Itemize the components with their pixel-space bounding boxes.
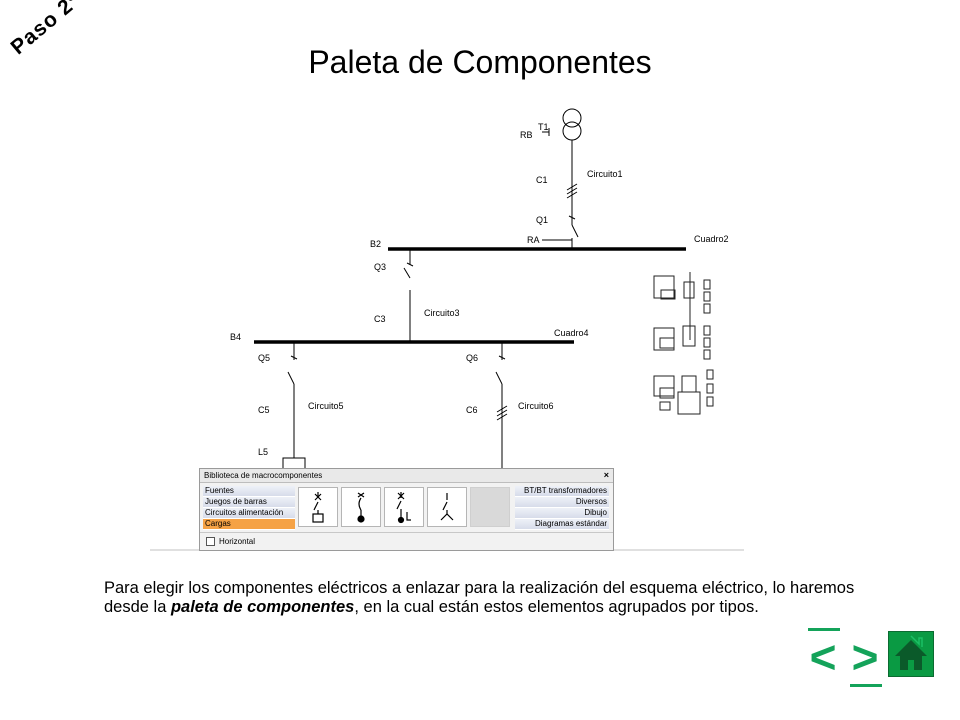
label-l5: L5 — [258, 447, 268, 457]
switch-load-icon — [357, 492, 365, 523]
component-tile-fuse-load[interactable] — [427, 487, 467, 527]
label-b4: B4 — [230, 332, 241, 342]
home-icon — [895, 635, 927, 670]
description-emphasis: paleta de componentes — [170, 598, 355, 616]
description-part-1: Para elegir los componentes eléctricos a… — [104, 579, 855, 616]
breaker-load-icon — [312, 492, 324, 523]
description-part-2: , en la cual están estos elementos agrup… — [354, 598, 759, 616]
component-tile-empty — [470, 487, 510, 527]
group-dibujo[interactable]: Dibujo — [515, 508, 609, 519]
horizontal-option[interactable]: Horizontal — [206, 537, 255, 546]
component-tile-breaker-socket[interactable] — [384, 487, 424, 527]
q1-breaker — [568, 215, 579, 238]
slide-title: Paleta de Componentes — [308, 44, 652, 80]
breaker-socket-icon — [396, 492, 411, 524]
c1-cable-marks — [566, 183, 578, 199]
electrical-diagram: T1 RB C1 Circuito1 Q1 RA B2 Cuadro2 Q3 C… — [150, 108, 744, 551]
label-q1: Q1 — [536, 215, 548, 225]
transformer-primary-winding — [562, 108, 582, 128]
label-c1: C1 — [536, 175, 548, 185]
category-juegos-de-barras[interactable]: Juegos de barras — [203, 497, 295, 508]
next-arrow-icon: > — [851, 631, 879, 683]
label-q3: Q3 — [374, 262, 386, 272]
palette-divider — [200, 532, 613, 533]
next-button[interactable]: > — [848, 634, 882, 687]
symbol-cluster — [653, 272, 714, 415]
label-c6: C6 — [466, 405, 478, 415]
category-circuitos-alimentacion[interactable]: Circuitos alimentación — [203, 508, 295, 519]
rb-earth-symbol — [542, 128, 550, 136]
label-b2: B2 — [370, 239, 381, 249]
c6-cable-marks — [496, 405, 508, 421]
component-tile-motor-load[interactable] — [298, 487, 338, 527]
previous-button[interactable]: < — [806, 628, 840, 686]
label-ra: RA — [527, 235, 540, 245]
label-q5: Q5 — [258, 353, 270, 363]
label-circuito6: Circuito6 — [518, 401, 554, 411]
label-circuito3: Circuito3 — [424, 308, 460, 318]
component-palette: Biblioteca de macrocomponentes × Fuentes… — [199, 468, 614, 551]
group-diversos[interactable]: Diversos — [515, 497, 609, 508]
previous-bar — [808, 628, 840, 631]
label-rb: RB — [520, 130, 533, 140]
next-bar — [850, 684, 882, 687]
palette-groups: BT/BT transformadores Diversos Dibujo Di… — [515, 486, 609, 530]
component-tile-switch-load[interactable] — [341, 487, 381, 527]
horizontal-label: Horizontal — [219, 537, 256, 546]
label-cuadro4: Cuadro4 — [554, 328, 589, 338]
palette-titlebar: Biblioteca de macrocomponentes × — [200, 469, 613, 483]
category-fuentes[interactable]: Fuentes — [203, 486, 295, 497]
label-circuito1: Circuito1 — [587, 169, 623, 179]
label-c5: C5 — [258, 405, 270, 415]
q3-breaker-mark — [406, 262, 414, 267]
fuse-load-icon — [440, 493, 454, 521]
q5-breaker — [287, 371, 295, 385]
q6-breaker — [495, 371, 503, 385]
group-diagramas-estandar[interactable]: Diagramas estándar — [515, 519, 609, 530]
q3-breaker — [403, 267, 411, 279]
palette-title: Biblioteca de macrocomponentes — [204, 471, 323, 480]
category-cargas[interactable]: Cargas — [203, 519, 295, 530]
home-button[interactable] — [888, 631, 934, 677]
palette-categories: Fuentes Juegos de barras Circuitos alime… — [203, 486, 295, 530]
close-icon[interactable]: × — [603, 470, 609, 480]
description: Para elegir los componentes eléctricos a… — [104, 579, 884, 617]
previous-arrow-icon: < — [809, 631, 837, 683]
label-circuito5: Circuito5 — [308, 401, 344, 411]
transformer-secondary-winding — [562, 121, 582, 141]
label-t1: T1 — [538, 122, 549, 132]
label-cuadro2: Cuadro2 — [694, 234, 729, 244]
group-bt-transformadores[interactable]: BT/BT transformadores — [515, 486, 609, 497]
horizontal-checkbox[interactable] — [206, 537, 215, 546]
label-c3: C3 — [374, 314, 386, 324]
label-q6: Q6 — [466, 353, 478, 363]
